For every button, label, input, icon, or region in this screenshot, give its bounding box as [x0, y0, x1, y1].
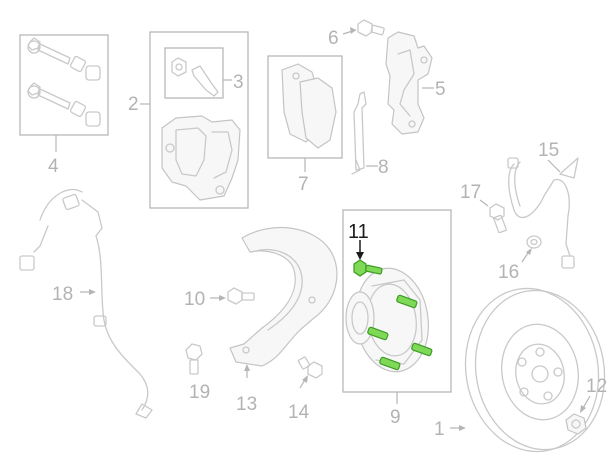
callout-4: 4	[48, 156, 59, 177]
callout-15: 15	[538, 140, 559, 161]
callout-18: 18	[52, 284, 73, 305]
part-18-abs-wheel-speed-sensor[interactable]	[19, 188, 153, 419]
part-12-hub-nut[interactable]	[565, 395, 591, 435]
callout-3: 3	[233, 72, 244, 93]
callout-6: 6	[328, 28, 339, 49]
part-10-splash-shield-bolt[interactable]	[210, 287, 255, 305]
part-16-sealing-washer[interactable]	[521, 235, 542, 263]
part-9-wheel-hub-assembly[interactable]	[342, 209, 452, 404]
part-6-caliper-bolt[interactable]	[342, 19, 385, 37]
callout-13: 13	[236, 394, 257, 415]
callout-9: 9	[390, 407, 401, 428]
callout-8: 8	[378, 157, 389, 178]
callout-5: 5	[435, 79, 446, 100]
part-17-banjo-bolt[interactable]	[479, 199, 507, 234]
callout-17: 17	[460, 182, 481, 203]
part-19-bolt[interactable]	[185, 343, 203, 375]
part-14-screw[interactable]	[297, 356, 323, 389]
callout-10: 10	[184, 289, 205, 310]
part-5-caliper-bracket[interactable]	[385, 31, 434, 135]
callout-16: 16	[498, 262, 519, 283]
part-2-caliper-assembly[interactable]	[140, 31, 249, 209]
callout-7: 7	[298, 174, 309, 195]
callout-11: 11	[348, 221, 369, 243]
part-4-guide-pin-kit[interactable]	[19, 34, 109, 152]
callout-12: 12	[586, 376, 607, 397]
part-15-brake-hose[interactable]	[507, 157, 579, 269]
callout-19: 19	[189, 382, 210, 403]
part-11-wheel-stud[interactable]	[353, 240, 433, 371]
part-1-brake-rotor[interactable]	[450, 278, 611, 459]
callout-2: 2	[128, 94, 139, 115]
part-3-bleeder-screw[interactable]	[164, 47, 232, 99]
part-7-brake-pads[interactable]	[267, 55, 343, 172]
part-8-anti-rattle-clip[interactable]	[351, 91, 378, 175]
part-13-brake-splash-shield[interactable]	[229, 226, 338, 378]
callout-14: 14	[288, 402, 310, 423]
callout-1: 1	[434, 419, 445, 440]
